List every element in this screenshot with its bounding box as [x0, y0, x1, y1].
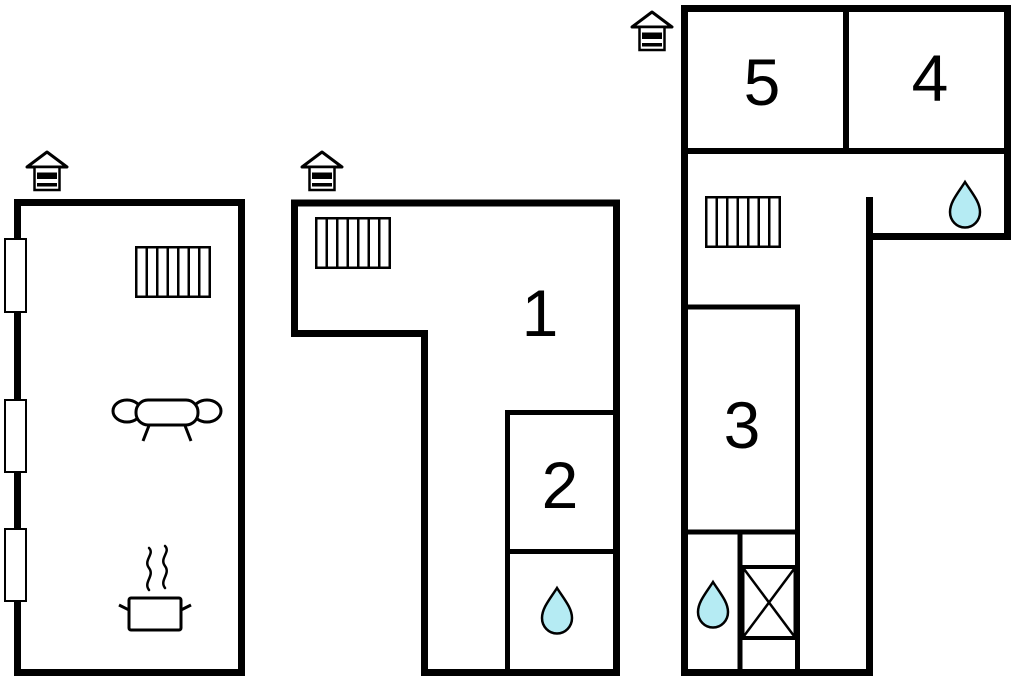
- window-marker: [4, 528, 27, 602]
- window-marker: [4, 399, 27, 473]
- radiator-icon: [315, 217, 391, 269]
- stove-pot-icon: [118, 544, 192, 632]
- room-divider-wall: [505, 410, 614, 672]
- floor-right: 3 4 5: [630, 5, 1011, 676]
- house-vent-icon: [25, 150, 69, 192]
- radiator-icon: [135, 246, 211, 298]
- room-label: 5: [744, 45, 781, 119]
- window-marker: [4, 238, 27, 313]
- room-label: 4: [912, 41, 949, 115]
- house-vent-icon: [300, 150, 344, 192]
- room-label: 2: [542, 448, 579, 522]
- outer-wall: [291, 199, 620, 676]
- radiator-icon: [705, 196, 781, 248]
- crossed-box-icon: [740, 565, 798, 640]
- room-walls: [686, 304, 800, 672]
- sofa-icon: [111, 398, 223, 442]
- floor-left: [4, 150, 245, 676]
- floor-middle: 1 2: [291, 150, 620, 676]
- room-label: 1: [522, 276, 559, 350]
- house-vent-icon: [630, 10, 674, 52]
- room-label: 3: [724, 388, 761, 462]
